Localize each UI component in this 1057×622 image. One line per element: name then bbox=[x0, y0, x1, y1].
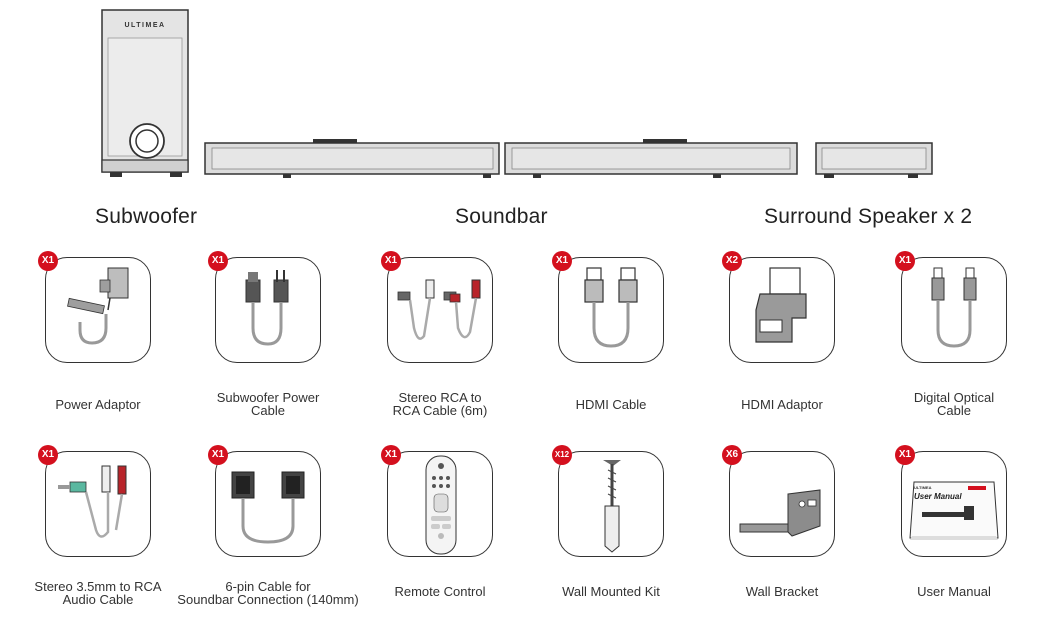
accessory-card bbox=[45, 257, 151, 363]
quantity-badge: X12 bbox=[552, 445, 572, 465]
surround-speaker-illustration bbox=[814, 140, 934, 182]
accessory-label: Wall Bracket bbox=[702, 585, 862, 598]
accessory-label: Subwoofer Power Cable bbox=[188, 391, 348, 417]
accessory-label-line: 6-pin Cable for bbox=[225, 579, 311, 594]
quantity-badge: X1 bbox=[381, 445, 401, 465]
quantity-badge: X1 bbox=[895, 445, 915, 465]
quantity-badge: X1 bbox=[38, 251, 58, 271]
accessory-label-line: Cable bbox=[251, 403, 285, 418]
accessory-card bbox=[215, 451, 321, 557]
subwoofer-illustration bbox=[100, 8, 190, 178]
accessory-label-line: HDMI Adaptor bbox=[741, 397, 823, 412]
soundbar-illustration bbox=[203, 138, 799, 180]
accessory-label: Stereo 3.5mm to RCA Audio Cable bbox=[18, 580, 178, 606]
accessory-label: Remote Control bbox=[360, 585, 520, 598]
surround-speaker-label: Surround Speaker x 2 bbox=[764, 205, 973, 228]
accessory-label-line: Remote Control bbox=[394, 584, 486, 599]
accessory-label-line: Stereo 3.5mm to RCA bbox=[34, 579, 162, 594]
accessory-label-line: RCA Cable (6m) bbox=[392, 403, 488, 418]
accessory-card bbox=[387, 257, 493, 363]
accessory-label-line: Digital Optical bbox=[913, 390, 995, 405]
accessory-label: HDMI Adaptor bbox=[702, 398, 862, 411]
accessory-label: User Manual bbox=[874, 585, 1034, 598]
quantity-badge: X1 bbox=[38, 445, 58, 465]
quantity-badge: X1 bbox=[381, 251, 401, 271]
accessory-label: Power Adaptor bbox=[18, 398, 178, 411]
subwoofer-label: Subwoofer bbox=[95, 205, 198, 228]
accessory-label-line: Stereo RCA to bbox=[398, 390, 482, 405]
accessory-label-line: Power Adaptor bbox=[55, 397, 141, 412]
accessory-label: Digital Optical Cable bbox=[874, 391, 1034, 417]
accessory-label: Wall Mounted Kit bbox=[531, 585, 691, 598]
quantity-badge: X1 bbox=[208, 251, 228, 271]
quantity-badge: X1 bbox=[208, 445, 228, 465]
quantity-badge: X1 bbox=[895, 251, 915, 271]
subwoofer-brand-logo: ULTIMEA bbox=[124, 22, 166, 29]
manual-brand: ULTIMEA bbox=[914, 485, 932, 490]
accessory-label-line: Audio Cable bbox=[62, 592, 134, 607]
accessory-card bbox=[558, 257, 664, 363]
accessory-card bbox=[729, 451, 835, 557]
accessory-card bbox=[901, 451, 1007, 557]
accessory-card bbox=[387, 451, 493, 557]
soundbar-label: Soundbar bbox=[455, 205, 548, 228]
quantity-badge: X1 bbox=[552, 251, 572, 271]
accessory-card bbox=[45, 451, 151, 557]
accessory-label: HDMI Cable bbox=[531, 398, 691, 411]
quantity-badge: X2 bbox=[722, 251, 742, 271]
accessory-label-line: Cable bbox=[937, 403, 971, 418]
accessory-card bbox=[901, 257, 1007, 363]
accessory-card bbox=[729, 257, 835, 363]
accessory-card bbox=[215, 257, 321, 363]
accessory-label-line: HDMI Cable bbox=[575, 397, 647, 412]
accessory-label-line: Wall Mounted Kit bbox=[562, 584, 660, 599]
accessory-label-line: Wall Bracket bbox=[745, 584, 819, 599]
accessory-label: 6-pin Cable for Soundbar Connection (140… bbox=[168, 580, 368, 606]
accessory-card bbox=[558, 451, 664, 557]
accessory-label-line: Soundbar Connection (140mm) bbox=[177, 592, 359, 607]
accessory-label-line: User Manual bbox=[917, 584, 991, 599]
manual-title: User Manual bbox=[914, 492, 962, 501]
quantity-badge: X6 bbox=[722, 445, 742, 465]
accessory-label: Stereo RCA to RCA Cable (6m) bbox=[360, 391, 520, 417]
accessory-label-line: Subwoofer Power bbox=[216, 390, 320, 405]
